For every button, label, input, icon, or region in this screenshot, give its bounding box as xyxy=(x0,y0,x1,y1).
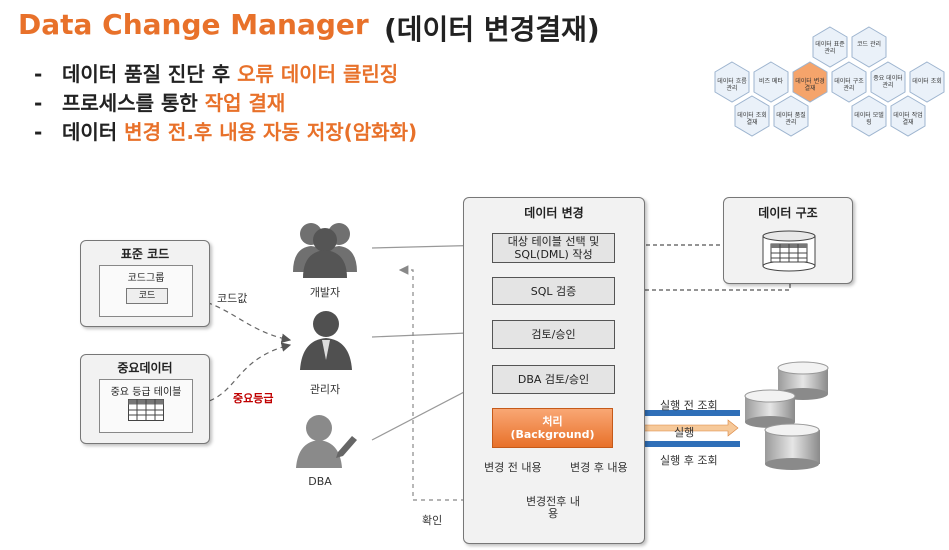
hex-tile xyxy=(851,26,887,68)
hex-tile xyxy=(831,61,867,103)
panel-title: 표준 코드 xyxy=(120,247,170,261)
hex-tile xyxy=(812,26,848,68)
hex-tile xyxy=(870,61,906,103)
step-review-approve: 검토/승인 xyxy=(492,320,615,349)
hex-tile xyxy=(753,61,789,103)
database-stack-icon xyxy=(744,361,829,470)
hex-label: 데이터 변경결재 xyxy=(795,78,825,92)
hex-tile xyxy=(734,95,770,137)
table-grid-icon xyxy=(128,399,164,421)
hex-label: 데이터 흐름관리 xyxy=(717,78,747,92)
hex-tile xyxy=(792,61,828,103)
before-content-label: 변경 전 내용 xyxy=(484,461,542,474)
dba-label: DBA xyxy=(308,475,332,488)
hex-label: 코드 관리 xyxy=(857,41,881,48)
code-group-box: 코드그룹 코드 xyxy=(99,265,193,317)
manager-figure xyxy=(300,311,352,370)
module-hex-cluster xyxy=(714,26,945,137)
code-value-label: 코드값 xyxy=(217,292,248,305)
before-query-label: 실행 전 조회 xyxy=(660,399,718,412)
bullet-item: -데이터 품질 진단 후 오류 데이터 클린징 xyxy=(34,62,399,86)
manager-label: 관리자 xyxy=(309,383,341,396)
hex-label: 비즈 메타 xyxy=(759,78,783,85)
data-structure-panel: 데이터 구조 xyxy=(723,197,853,284)
execute-label: 실행 xyxy=(674,426,695,439)
code-group-label: 코드그룹 xyxy=(127,273,165,284)
hex-tile xyxy=(851,95,887,137)
hex-tile xyxy=(909,61,945,103)
confirm-label: 확인 xyxy=(422,514,443,527)
bullet-list: -데이터 품질 진단 후 오류 데이터 클린징 -프로세스를 통한 작업 결재 … xyxy=(34,60,417,147)
hex-tile xyxy=(773,95,809,137)
step-dba-approve: DBA 검토/승인 xyxy=(492,365,615,394)
title-korean: (데이터 변경결재) xyxy=(384,13,600,46)
hex-label: 데이터 품질관리 xyxy=(776,112,806,126)
title-english: Data Change Manager xyxy=(18,8,369,41)
arrow-before-query xyxy=(620,405,740,421)
edge-confirm xyxy=(398,265,521,501)
panel-title: 중요데이터 xyxy=(117,361,173,375)
bullet-item: -데이터 변경 전.후 내용 자동 저장(암화화) xyxy=(34,120,418,144)
panel-title: 데이터 구조 xyxy=(758,206,818,220)
hex-label: 데이터 표준관리 xyxy=(815,41,845,55)
hex-tile xyxy=(714,61,750,103)
hex-label: 데이터 작업결재 xyxy=(893,112,923,126)
after-content-label: 변경 후 내용 xyxy=(570,461,628,474)
hex-tile xyxy=(890,95,926,137)
panel-title: 데이터 변경 xyxy=(524,206,584,220)
dba-figure xyxy=(296,415,357,468)
hex-label: 데이터 구조관리 xyxy=(834,78,864,92)
critical-table-box: 중요 등급 테이블 xyxy=(99,379,193,433)
developer-label: 개발자 xyxy=(309,286,341,299)
edge-code-value xyxy=(171,294,292,344)
code-box: 코드 xyxy=(126,288,168,304)
step-select-table: 대상 테이블 선택 및 SQL(DML) 작성 xyxy=(492,233,615,263)
critical-data-panel: 중요데이터 중요 등급 테이블 xyxy=(80,354,210,444)
hex-label: 중요 데이터 관리 xyxy=(873,75,903,89)
bullet-item: -프로세스를 통한 작업 결재 xyxy=(34,91,286,115)
hex-label: 데이터 모델링 xyxy=(854,112,884,126)
critical-grade-label: 중요등급 xyxy=(233,392,274,405)
step-process-background: 처리 (Background) xyxy=(492,408,613,448)
developer-figure xyxy=(293,223,357,278)
structure-db-icon xyxy=(762,230,816,272)
arrow-after-query xyxy=(620,436,740,452)
after-query-label: 실행 후 조회 xyxy=(660,454,718,467)
critical-table-label: 중요 등급 테이블 xyxy=(110,387,182,398)
hex-label: 데이터 조회결재 xyxy=(737,112,767,126)
change-store-label: 변경전후 내용 xyxy=(525,495,581,520)
hex-label: 데이터 조회 xyxy=(912,78,942,85)
step-sql-verify: SQL 검증 xyxy=(492,277,615,305)
standard-code-panel: 표준 코드 코드그룹 코드 xyxy=(80,240,210,327)
